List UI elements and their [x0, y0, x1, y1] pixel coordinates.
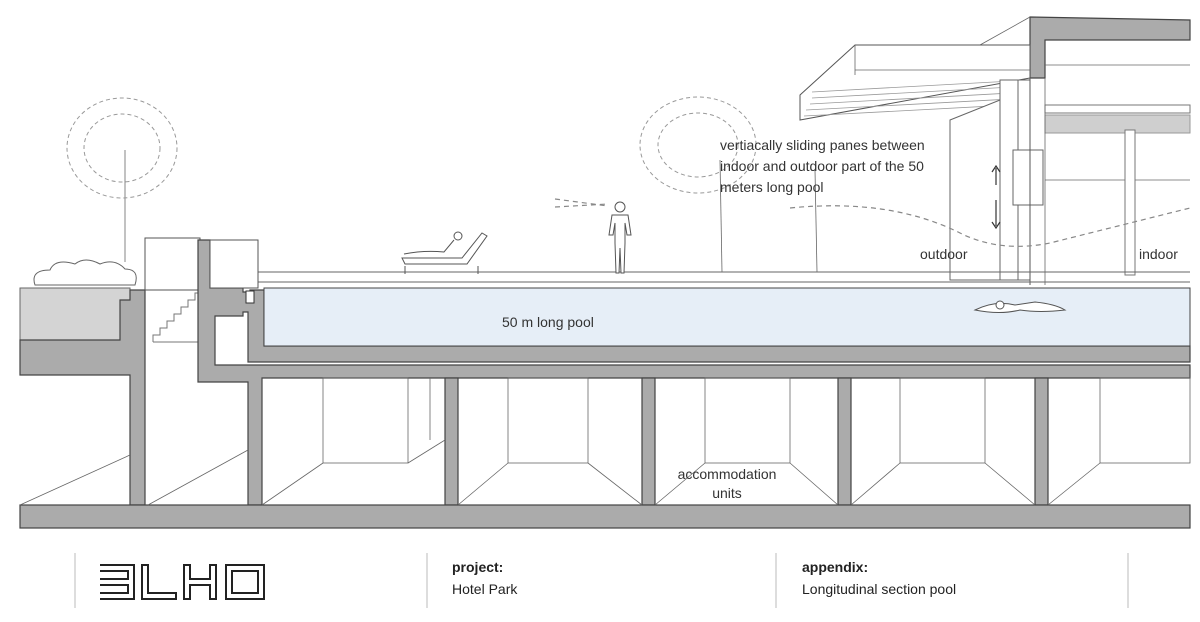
- project-value: Hotel Park: [452, 581, 518, 597]
- project-heading: project:: [452, 559, 503, 575]
- pool-edge-wall: [209, 239, 259, 289]
- appendix-value: Longitudinal section pool: [802, 581, 956, 597]
- title-block: project: Hotel Park appendix: Longitudin…: [74, 553, 1129, 608]
- units-label-line2: units: [712, 485, 742, 501]
- planter-soil: [19, 287, 131, 341]
- pool-label: 50 m long pool: [502, 314, 594, 330]
- annotation-line-2: indoor and outdoor part of the 50: [720, 158, 924, 174]
- building-indoor: [799, 16, 1191, 285]
- 3lhd-logo: [100, 564, 265, 600]
- appendix-heading: appendix:: [802, 559, 868, 575]
- shrubs: [33, 259, 137, 286]
- foundation-slab: [19, 504, 1191, 529]
- indoor-label: indoor: [1139, 246, 1178, 262]
- standing-person-icon: [608, 201, 632, 274]
- annotation-line-1: vertiacally sliding panes between: [720, 137, 925, 153]
- sliding-direction-arrows: [991, 164, 1001, 230]
- pool-water: [263, 287, 1191, 347]
- airflow-arrow: [789, 205, 1191, 247]
- units-label-line1: accommodation: [678, 466, 777, 482]
- swimmer-icon: [973, 300, 1067, 313]
- tree-left: [66, 97, 178, 262]
- stairs: [152, 292, 200, 343]
- accommodation-rooms: [19, 377, 1191, 506]
- columns: [444, 377, 1049, 506]
- pool-deck: [144, 271, 1190, 291]
- annotation-line-3: meters long pool: [720, 179, 824, 195]
- outdoor-label: outdoor: [920, 246, 968, 262]
- parapet-wall: [144, 237, 201, 291]
- overflow-gutter: [245, 290, 255, 304]
- view-line: [554, 198, 609, 207]
- tree-middle: [639, 96, 818, 273]
- lounger-person-icon: [401, 231, 488, 274]
